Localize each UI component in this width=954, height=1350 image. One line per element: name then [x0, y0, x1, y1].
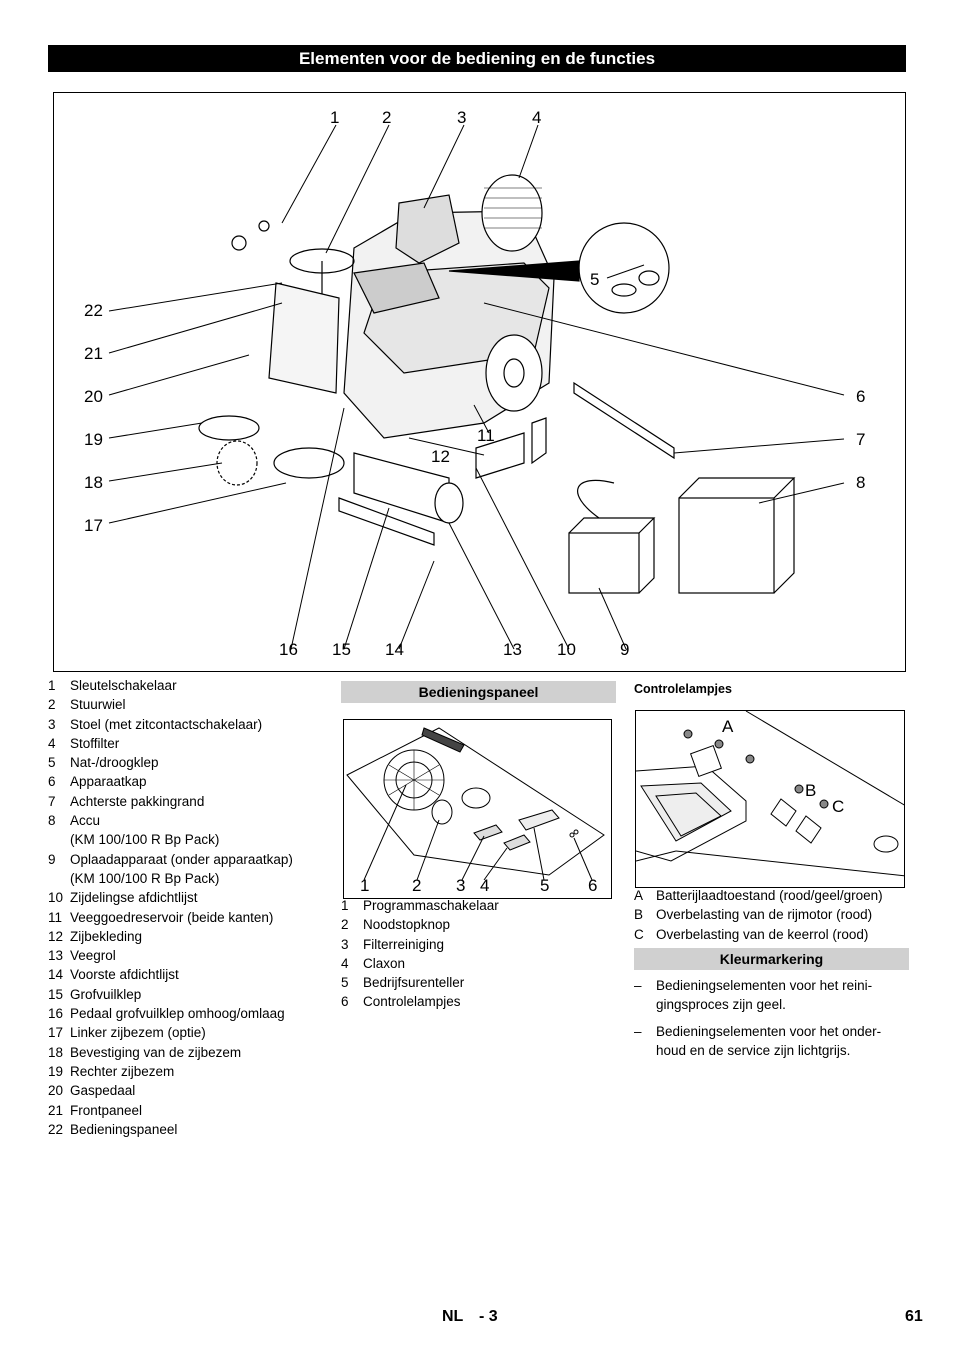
lamps-figure: A B C [635, 710, 905, 888]
callout-20: 20 [84, 387, 103, 406]
section-title: Elementen voor de bediening en de functi… [48, 45, 906, 72]
page-number: 61 [905, 1308, 923, 1325]
callout-8: 8 [856, 473, 866, 492]
lamp-callout-a: A [722, 717, 734, 736]
callout-10: 10 [557, 640, 576, 659]
callout-15: 15 [332, 640, 351, 659]
list-item: – Bedieningselementen voor het reini- gi… [634, 978, 873, 1012]
color-list: – Bedieningselementen voor het reini- gi… [634, 976, 909, 1060]
panel-callout-6: 6 [588, 876, 598, 895]
callout-11: 11 [477, 426, 495, 445]
panel-callout-2: 2 [412, 876, 422, 895]
callout-6: 6 [856, 387, 866, 406]
panel-figure: 1 2 3 4 5 6 [343, 719, 612, 899]
machine-illustration [108, 124, 845, 650]
callout-14: 14 [385, 640, 404, 659]
panel-callout-5: 5 [540, 876, 550, 895]
machine-figure: 1 2 3 4 5 6 7 8 9 10 11 12 13 14 15 16 1… [53, 92, 906, 672]
callout-22: 22 [84, 301, 103, 320]
list-item: – Bedieningselementen voor het onder- ho… [634, 1024, 882, 1058]
lamp-callout-b: B [805, 781, 817, 800]
callout-3: 3 [457, 108, 467, 127]
panel-callout-1: 1 [360, 876, 370, 895]
callout-21: 21 [84, 344, 103, 363]
callout-1: 1 [330, 108, 340, 127]
callout-16: 16 [279, 640, 298, 659]
callout-4: 4 [532, 108, 542, 127]
lamps-heading: Controlelampjes [634, 682, 732, 696]
color-heading: Kleurmarkering [634, 948, 909, 970]
callout-7: 7 [856, 430, 866, 449]
callout-18: 18 [84, 473, 103, 492]
panel-illustration [346, 727, 605, 881]
callout-5: 5 [590, 270, 600, 289]
panel-callout-4: 4 [480, 876, 490, 895]
panel-callout-3: 3 [456, 876, 466, 895]
footer-language: NL [442, 1308, 464, 1325]
callout-12: 12 [431, 447, 450, 466]
panel-heading: Bedieningspaneel [341, 681, 616, 703]
callout-19: 19 [84, 430, 103, 449]
lamps-illustration [636, 711, 904, 877]
callout-2: 2 [382, 108, 392, 127]
callout-13: 13 [503, 640, 522, 659]
callout-9: 9 [620, 640, 630, 659]
lamp-callout-c: C [832, 797, 845, 816]
callout-17: 17 [84, 516, 103, 535]
footer-section-page: - 3 [479, 1308, 498, 1325]
